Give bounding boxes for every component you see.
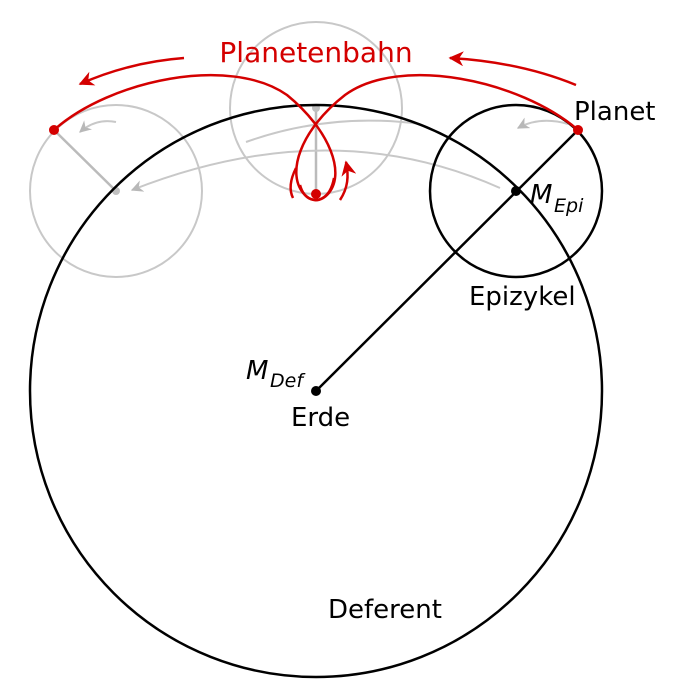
deferent-label: Deferent <box>328 595 442 625</box>
epicycle-center-point <box>511 186 521 196</box>
planet-point-retrograde <box>311 189 321 199</box>
m-epi-main: M <box>530 180 552 210</box>
orbit-arrow-left <box>78 56 185 86</box>
orbit-arrow-right <box>448 51 577 87</box>
orbit-loop-tail <box>289 167 298 199</box>
m-def-sub: Def <box>270 370 306 392</box>
earth-point <box>311 386 321 396</box>
m-def-label: M Def <box>246 356 306 392</box>
m-def-main: M <box>246 356 268 386</box>
earth-label: Erde <box>291 403 350 433</box>
planet-point-past <box>49 125 59 135</box>
m-epi-label: M Epi <box>530 180 584 217</box>
ghost-arrow-epicycle-right <box>516 117 569 129</box>
orbit-label: Planetenbahn <box>219 36 412 69</box>
orbit-path-left <box>53 73 337 202</box>
m-epi-sub: Epi <box>554 195 584 217</box>
ghost-arrow-deferent-top <box>245 119 421 143</box>
ghost-radius-left <box>53 129 117 192</box>
ghost-arrow-epicycle-left <box>79 120 117 133</box>
epicycle-label: Epizykel <box>469 282 576 312</box>
radius-line <box>315 129 579 392</box>
ghost-epicycle-left <box>29 104 203 278</box>
epicycle-circle <box>428 103 604 279</box>
planet-label: Planet <box>574 97 656 127</box>
orbit-loop-arrow <box>338 160 357 201</box>
ghost-arrow-deferent <box>130 149 501 192</box>
planet-point <box>573 125 583 135</box>
deferent-circle <box>28 103 604 679</box>
